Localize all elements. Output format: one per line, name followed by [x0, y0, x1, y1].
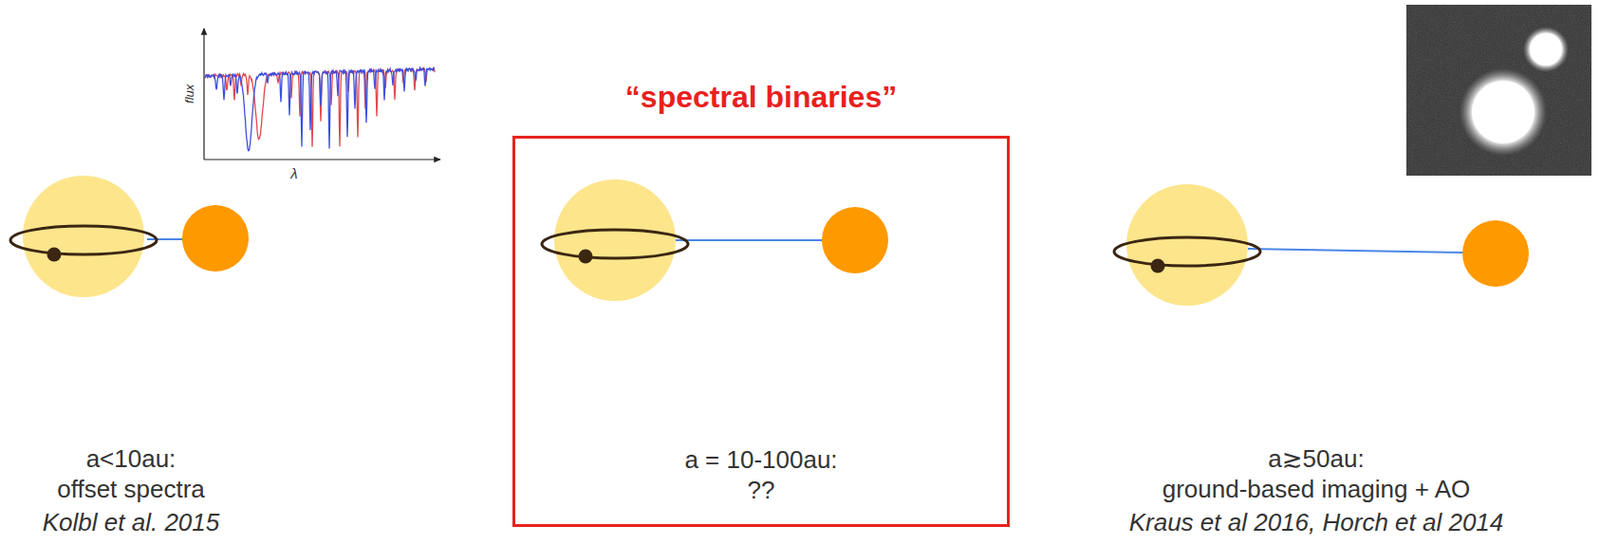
method-text: offset spectra [7, 474, 255, 504]
highlight-box: “spectral binaries”a = 10-100au:?? [512, 135, 1010, 527]
companion-star [821, 206, 889, 274]
very-wide-binary-illustration [1114, 184, 1529, 306]
separation-range: a = 10-100au: [515, 444, 1007, 475]
separation-range: a<10au: [7, 444, 255, 474]
ao-image [1406, 4, 1592, 176]
spectrum-plot [204, 28, 441, 160]
axis-label: flux [182, 65, 198, 123]
binary-separation-line [675, 239, 826, 242]
primary-star [1126, 184, 1248, 306]
planet-orbit [1114, 237, 1261, 266]
separation-range: a≳50au: [1050, 444, 1582, 474]
blueshifted-spectrum [204, 68, 435, 151]
companion-star [182, 204, 249, 272]
companion-star [1462, 220, 1529, 287]
planet-orbit [10, 225, 157, 255]
separation-range: ?? [515, 474, 1007, 505]
close-binary-illustration [10, 175, 249, 298]
planet [47, 247, 62, 262]
method-text: ground-based imaging + AO [1050, 474, 1582, 504]
planet-orbit [541, 229, 689, 259]
axis-label: λ [275, 165, 314, 183]
primary-star [22, 175, 145, 298]
companion-star-image [1529, 33, 1563, 66]
box-body: a = 10-100au:?? [515, 444, 1007, 505]
primary-star-image [1471, 80, 1535, 144]
binary-separation-line [147, 238, 186, 241]
y-axis [203, 28, 205, 160]
planet [578, 249, 594, 264]
image-background [1406, 4, 1592, 176]
spectra [204, 68, 435, 151]
image-noise [1406, 4, 1592, 176]
citation: Kraus et al 2016, Horch et al 2014 [1050, 507, 1582, 538]
box-heading: “spectral binaries” [515, 77, 1007, 116]
primary-star [554, 179, 676, 301]
star-glow [1459, 68, 1547, 156]
planet [1151, 259, 1166, 274]
x-axis [204, 158, 441, 160]
citation: Kolbl et al. 2015 [7, 507, 255, 538]
star-glow [1523, 26, 1569, 73]
wide-binary-illustration [541, 179, 889, 301]
binary-separation-line [1247, 248, 1467, 253]
